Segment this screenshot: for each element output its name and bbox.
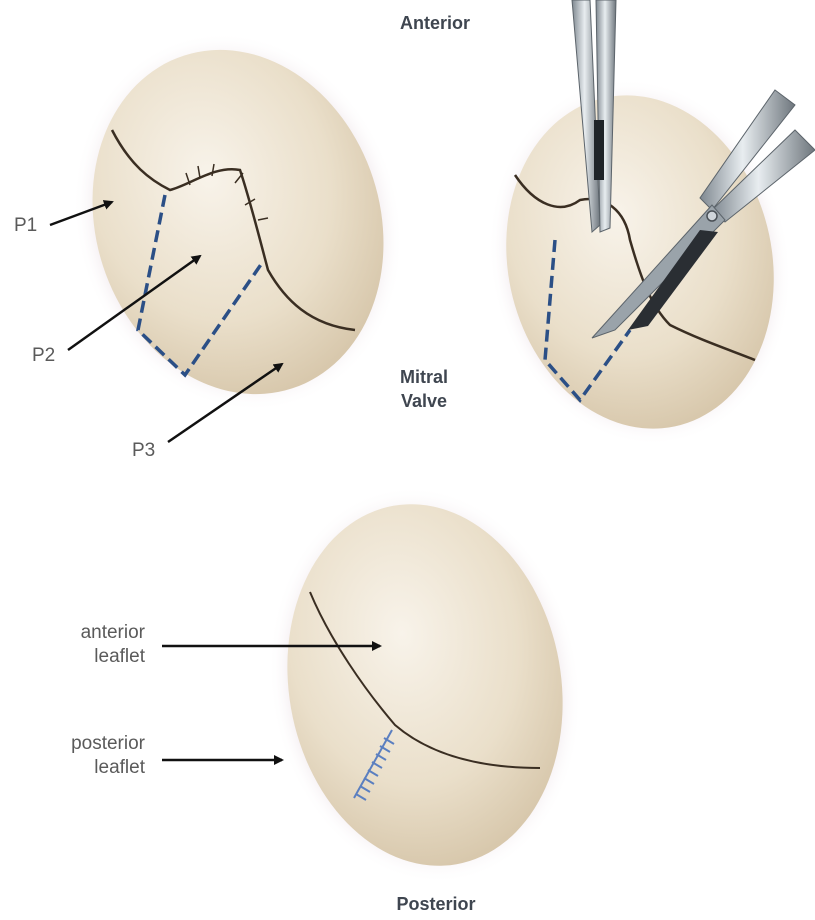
label-anterior-leaflet-line2: leaflet xyxy=(40,646,145,668)
label-posterior: Posterior xyxy=(376,893,496,915)
label-p3: P3 xyxy=(132,440,155,462)
label-posterior-leaflet-line1: posterior xyxy=(20,733,145,755)
label-mitral: Mitral xyxy=(384,366,464,388)
label-anterior: Anterior xyxy=(380,12,490,34)
valve-left-tissue xyxy=(49,12,427,433)
valve-bottom xyxy=(238,461,613,909)
label-p2: P2 xyxy=(32,345,55,367)
label-p1: P1 xyxy=(14,215,37,237)
label-anterior-leaflet-line1: anterior xyxy=(40,622,145,644)
label-posterior-leaflet-line2: leaflet xyxy=(20,757,145,779)
label-valve: Valve xyxy=(384,390,464,412)
